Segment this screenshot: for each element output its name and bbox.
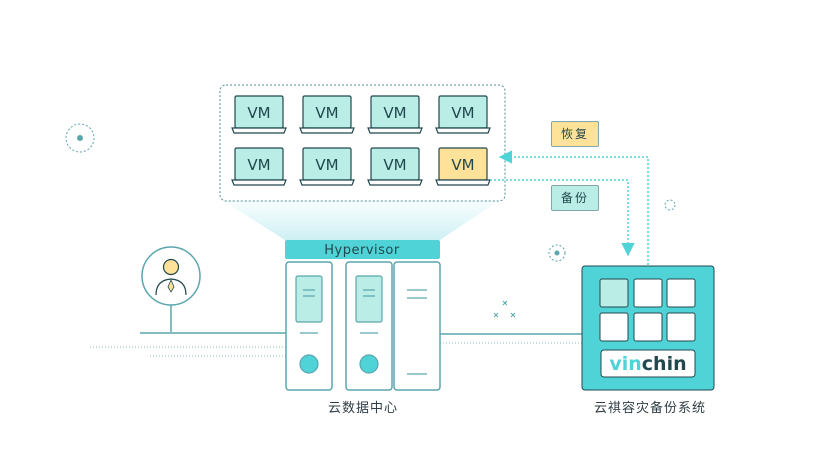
decor-circle-right <box>664 199 676 211</box>
vm-1: VM <box>231 95 287 134</box>
vm-3: VM <box>367 95 423 134</box>
vinchin-logo: vinchin <box>609 353 686 375</box>
vinchin-logo-box <box>600 349 696 378</box>
datacenter-caption: 云数据中心 <box>328 401 399 416</box>
vm-4: VM <box>435 95 491 134</box>
decor-sparkle <box>493 300 516 318</box>
restore-arrow <box>498 150 649 265</box>
server-1 <box>285 261 333 391</box>
restore-badge: 恢复 <box>551 121 599 147</box>
hypervisor-bar <box>285 240 440 259</box>
storage-cell <box>666 312 696 342</box>
vm-cluster-box <box>219 84 506 202</box>
vm-label: VM <box>451 104 474 122</box>
decor-circle-left <box>65 123 95 153</box>
hypervisor-label: Hypervisor <box>324 243 400 258</box>
vm-label: VM <box>451 156 474 174</box>
backup-arrow <box>490 179 635 257</box>
server-3 <box>393 261 441 391</box>
vm-label: VM <box>315 156 338 174</box>
vm-6: VM <box>299 147 355 186</box>
backup-badge: 备份 <box>551 185 599 211</box>
vm-5: VM <box>231 147 287 186</box>
storage-cell <box>633 278 663 308</box>
vm-label: VM <box>383 104 406 122</box>
vm-label: VM <box>247 104 270 122</box>
backup-system-caption: 云祺容灾备份系统 <box>594 401 707 416</box>
storage-cell <box>666 278 696 308</box>
storage-cell <box>633 312 663 342</box>
storage-cell <box>599 312 629 342</box>
user-avatar <box>141 246 201 306</box>
vm-label: VM <box>383 156 406 174</box>
vm-2: VM <box>299 95 355 134</box>
server-2 <box>345 261 393 391</box>
vm-8: VM <box>435 147 491 186</box>
decor-circle-mid <box>548 244 566 262</box>
vm-7: VM <box>367 147 423 186</box>
vm-label: VM <box>315 104 338 122</box>
storage-cell <box>599 278 629 308</box>
hypervisor-beam <box>222 200 500 240</box>
vm-label: VM <box>247 156 270 174</box>
